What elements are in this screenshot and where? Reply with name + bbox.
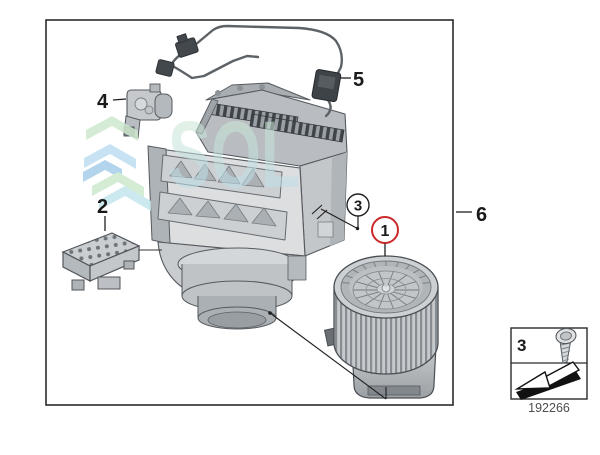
callout-1-red-circle	[371, 216, 399, 244]
callout-3-circle	[346, 193, 370, 217]
callout-6-label: 6	[476, 204, 487, 226]
callout-2-label: 2	[97, 196, 108, 218]
diagram-number: 192266	[528, 401, 570, 415]
callout-1-label: 1	[381, 223, 390, 240]
blower-motor-illustration	[323, 255, 439, 399]
callout-3-label: 3	[354, 198, 362, 215]
direction-arrow-icon	[514, 361, 581, 400]
callout-5-label: 5	[353, 69, 364, 91]
legend-box: 3	[510, 327, 588, 400]
watermark-text: SOL	[168, 102, 300, 208]
watermark: SOL	[83, 102, 300, 211]
control-unit-part-illustration	[61, 232, 141, 291]
callout-4-label: 4	[97, 91, 109, 113]
wiring-harness-illustration	[155, 24, 344, 118]
hvac-housing-illustration	[147, 82, 348, 330]
screw-icon	[555, 327, 577, 364]
callouts: 4 2 5 6 3 1	[97, 69, 487, 400]
legend-fastener-label: 3	[517, 336, 526, 355]
